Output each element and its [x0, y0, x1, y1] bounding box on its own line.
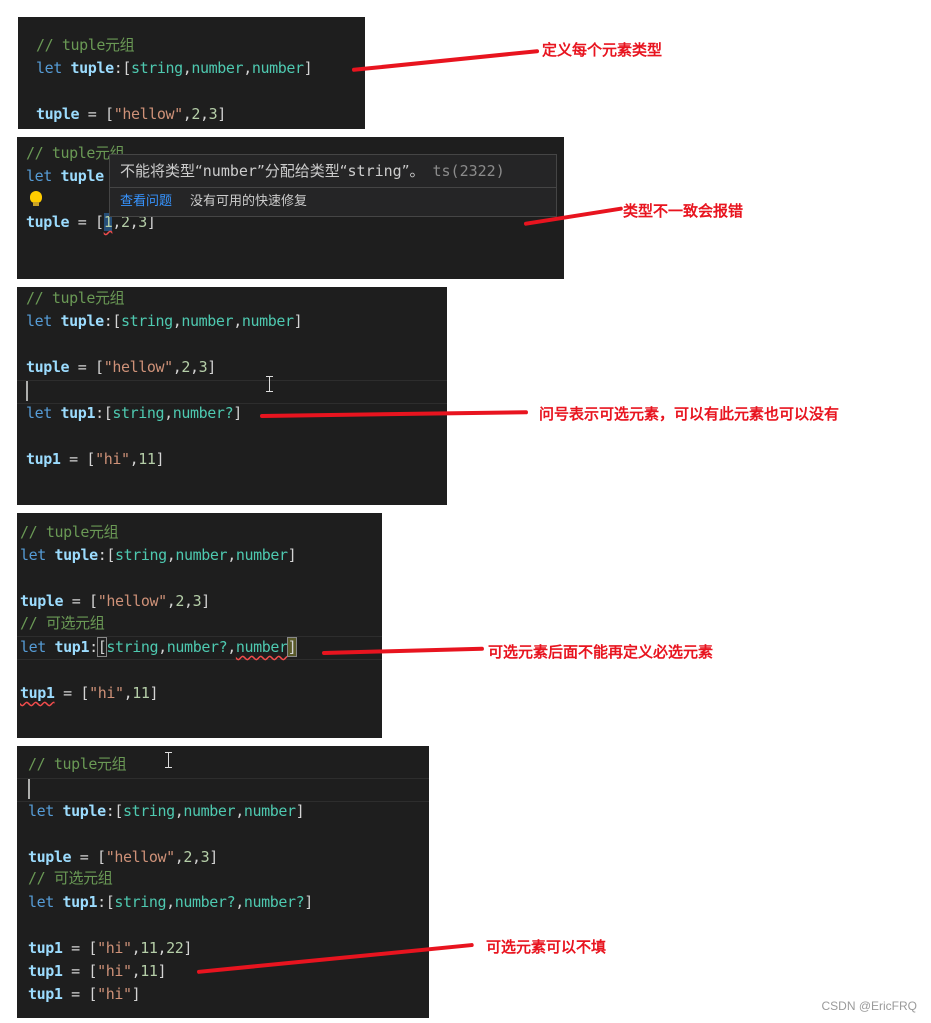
code-line: tuple = ["hellow",2,3] — [20, 592, 210, 610]
code-line: // tuple元组 — [36, 36, 135, 54]
code-panel-1: // tuple元组 let tuple:[string,number,numb… — [18, 17, 365, 129]
hover-actions: 查看问题 没有可用的快速修复 — [110, 188, 556, 216]
error-code: ts(2322) — [432, 162, 505, 180]
code-line: let tuple:[string,number,number] — [20, 546, 297, 564]
error-message: 不能将类型“number”分配给类型“string”。ts(2322) — [110, 155, 556, 188]
current-line-highlight — [17, 380, 447, 404]
mouse-ibeam-cursor — [165, 752, 172, 768]
annotation-note: 定义每个元素类型 — [542, 41, 663, 59]
annotation-note: 类型不一致会报错 — [623, 202, 744, 220]
code-line: // tuple元组 — [26, 144, 125, 162]
code-line: tuple = ["hellow",2,3] — [28, 848, 218, 866]
watermark: CSDN @EricFRQ — [821, 999, 917, 1013]
code-panel-3: // tuple元组 let tuple:[string,number,numb… — [17, 287, 447, 505]
code-panel-2: // tuple元组 let tuple tuple = [1,2,3] 不能将… — [17, 137, 564, 279]
code-line: let tuple:[string,number,number] — [36, 59, 313, 77]
code-line: let tup1:[string,number?,number] — [20, 637, 298, 657]
code-line: tup1 = ["hi",11,22] — [28, 939, 193, 957]
annotation-arrow — [351, 49, 540, 72]
annotation-note: 问号表示可选元素，可以有此元素也可以没有 — [539, 405, 840, 423]
code-line: let tuple — [26, 167, 104, 185]
code-line: // 可选元组 — [20, 614, 105, 632]
code-line: tuple = [1,2,3] — [26, 213, 156, 231]
current-line-highlight — [17, 778, 429, 802]
code-line: let tuple:[string,number,number] — [26, 312, 303, 330]
annotation-note: 可选元素可以不填 — [486, 938, 607, 956]
no-quick-fix-label: 没有可用的快速修复 — [190, 194, 308, 209]
current-line-highlight — [17, 636, 382, 660]
lightbulb-icon[interactable] — [30, 191, 42, 206]
code-panel-5: // tuple元组 let tuple:[string,number,numb… — [17, 746, 429, 1018]
code-panel-4: // tuple元组 let tuple:[string,number,numb… — [17, 513, 382, 738]
code-line: // tuple元组 — [20, 523, 119, 541]
mouse-ibeam-cursor — [266, 376, 273, 392]
code-line: tup1 = ["hi",11] — [20, 684, 159, 702]
code-line: tup1 = ["hi",11] — [28, 962, 167, 980]
code-line: // tuple元组 — [26, 289, 125, 307]
text-caret — [28, 779, 30, 799]
code-line: tuple = ["hellow",2,3] — [26, 358, 216, 376]
code-line: let tup1:[string,number?] — [26, 404, 242, 422]
error-variable[interactable]: tup1 — [20, 684, 55, 702]
error-type[interactable]: number — [235, 638, 288, 656]
code-line: tuple = ["hellow",2,3] — [36, 105, 226, 123]
annotation-note: 可选元素后面不能再定义必选元素 — [488, 643, 714, 661]
code-line: // 可选元组 — [28, 869, 113, 887]
code-line: tup1 = ["hi",11] — [26, 450, 165, 468]
view-problem-link[interactable]: 查看问题 — [120, 194, 173, 209]
code-line: let tuple:[string,number,number] — [28, 802, 305, 820]
code-line: let tup1:[string,number?,number?] — [28, 893, 313, 911]
code-line: // tuple元组 — [28, 755, 127, 773]
error-value[interactable]: 1 — [103, 213, 113, 231]
text-caret — [26, 381, 28, 401]
code-line: tup1 = ["hi"] — [28, 985, 141, 1003]
error-hover-widget: 不能将类型“number”分配给类型“string”。ts(2322) 查看问题… — [109, 154, 557, 217]
